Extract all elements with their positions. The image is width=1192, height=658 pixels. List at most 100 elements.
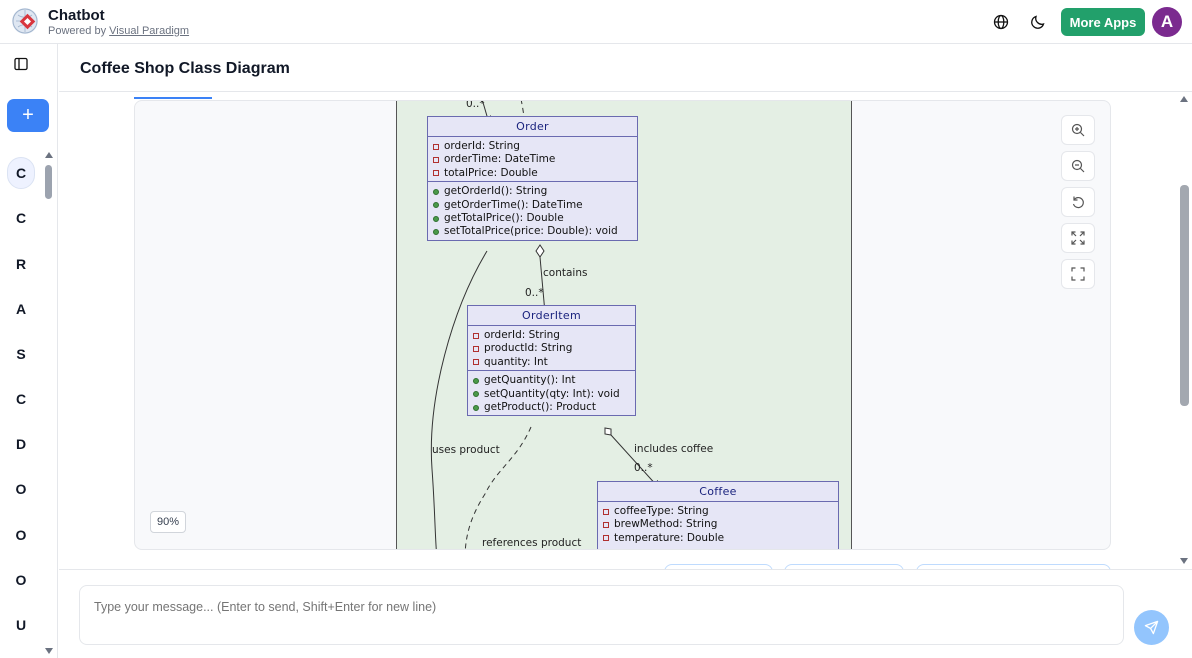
attributes-section: orderId: String productId: String quanti… [468, 326, 635, 370]
class-name: Coffee [598, 482, 838, 502]
private-icon [473, 332, 479, 339]
attribute: orderTime: DateTime [444, 153, 556, 166]
globe-icon[interactable] [990, 11, 1012, 33]
attribute: brewMethod: String [614, 518, 718, 531]
sidebar-item[interactable]: R [15, 256, 27, 272]
attribute-row: totalPrice: Double [433, 167, 632, 180]
attribute: productId: String [484, 342, 573, 355]
fullscreen-button[interactable] [1061, 259, 1095, 289]
private-icon [603, 522, 609, 529]
public-icon [433, 215, 439, 222]
sidebar-item[interactable]: O [15, 572, 27, 588]
operation: getProduct(): Product [484, 400, 597, 413]
operation-row: setTotalPrice(price: Double): void [433, 225, 632, 238]
fit-to-screen-button[interactable] [1061, 223, 1095, 253]
association-label: references product [482, 537, 582, 549]
reset-view-button[interactable] [1061, 187, 1095, 217]
expand-icon [1071, 231, 1085, 245]
powered-by: Powered by Visual Paradigm [48, 25, 189, 37]
association-label: contains [543, 267, 588, 279]
zoom-in-icon [1071, 123, 1085, 137]
sidebar-item[interactable]: C [15, 391, 27, 407]
public-icon [473, 404, 479, 411]
zoom-in-button[interactable] [1061, 115, 1095, 145]
attribute: orderId: String [484, 329, 560, 341]
attribute-row: orderId: String [433, 140, 632, 153]
multiplicity-label: 0..* [525, 287, 544, 299]
sidebar-item[interactable]: O [15, 527, 27, 543]
sidebar-item[interactable]: C [7, 157, 35, 189]
reset-icon [1072, 196, 1084, 209]
operation-row: getOrderId(): String [433, 185, 632, 198]
attribute-row: brewMethod: String [603, 518, 833, 531]
operation: setQuantity(qty: Int): void [484, 387, 620, 400]
zoom-out-icon [1071, 159, 1085, 173]
operations-section: getOrderId(): String getOrderTime(): Dat… [428, 181, 637, 240]
attribute: totalPrice: Double [444, 166, 538, 179]
chat-scroll-down-icon[interactable] [1180, 558, 1188, 564]
class-diagram[interactable]: Order orderId: String orderTime: DateTim… [396, 100, 853, 549]
powered-by-prefix: Powered by [48, 25, 107, 37]
active-tab-indicator [134, 97, 212, 99]
class-order[interactable]: Order orderId: String orderTime: DateTim… [427, 116, 638, 241]
diagram-connectors [430, 101, 853, 549]
multiplicity-label: 0..* [634, 462, 653, 474]
operation-row: setQuantity(qty: Int): void [473, 388, 630, 401]
class-name: Order [428, 117, 637, 137]
visual-paradigm-link[interactable]: Visual Paradigm [109, 25, 190, 37]
avatar[interactable]: A [1152, 7, 1182, 37]
message-input[interactable] [94, 600, 1104, 614]
operations-section: getQuantity(): Int setQuantity(qty: Int)… [468, 370, 635, 415]
operation-row: getTotalPrice(): Double [433, 212, 632, 225]
public-icon [433, 202, 439, 209]
new-chat-button[interactable]: + [7, 99, 49, 132]
message-box[interactable] [79, 585, 1124, 645]
logo-icon [12, 8, 38, 34]
public-icon [433, 188, 439, 195]
private-icon [603, 535, 609, 542]
sidebar-item[interactable]: S [16, 346, 26, 362]
public-icon [473, 391, 479, 398]
sidebar-item[interactable]: O [15, 481, 27, 497]
composer-area [59, 569, 1192, 658]
class-orderitem[interactable]: OrderItem orderId: String productId: Str… [467, 305, 636, 417]
sidebar-item[interactable]: A [15, 301, 27, 317]
private-icon [433, 157, 439, 164]
operation: getOrderId(): String [444, 185, 548, 198]
public-icon [473, 377, 479, 384]
operation-row: getProduct(): Product [473, 401, 630, 414]
private-icon [603, 508, 609, 515]
sidebar: + C C R A S C D O O O U [0, 44, 58, 658]
sidebar-scrollbar[interactable] [45, 165, 52, 199]
class-coffee[interactable]: Coffee coffeeType: String brewMethod: St… [597, 481, 839, 549]
page-title: Coffee Shop Class Diagram [80, 60, 290, 77]
attribute-row: orderId: String [473, 329, 630, 342]
send-icon [1144, 620, 1159, 635]
chat-area: Order orderId: String orderTime: DateTim… [59, 92, 1192, 569]
attribute: temperature: Double [614, 531, 725, 544]
sidebar-item[interactable]: D [15, 436, 27, 452]
attributes-section: orderId: String orderTime: DateTime tota… [428, 137, 637, 181]
sidebar-scroll-up-icon[interactable] [45, 152, 53, 158]
chat-scroll-up-icon[interactable] [1180, 96, 1188, 102]
association-label: includes coffee [634, 443, 714, 455]
more-apps-button[interactable]: More Apps [1061, 8, 1145, 36]
operation-row: getQuantity(): Int [473, 374, 630, 387]
sidebar-scroll-down-icon[interactable] [45, 648, 53, 654]
private-icon [473, 346, 479, 353]
zoom-out-button[interactable] [1061, 151, 1095, 181]
private-icon [473, 359, 479, 366]
attribute: orderId: String [444, 140, 520, 152]
operation: getTotalPrice(): Double [444, 211, 564, 224]
sidebar-item[interactable]: U [15, 617, 27, 633]
moon-icon[interactable] [1027, 11, 1049, 33]
multiplicity-label: 0..* [466, 100, 485, 110]
private-icon [433, 170, 439, 177]
sidebar-item[interactable]: C [15, 210, 27, 226]
attribute: coffeeType: String [614, 505, 709, 517]
public-icon [433, 229, 439, 236]
sidebar-toggle-icon[interactable] [14, 57, 32, 75]
chat-scrollbar[interactable] [1180, 185, 1189, 406]
private-icon [433, 143, 439, 150]
send-button[interactable] [1134, 610, 1169, 645]
